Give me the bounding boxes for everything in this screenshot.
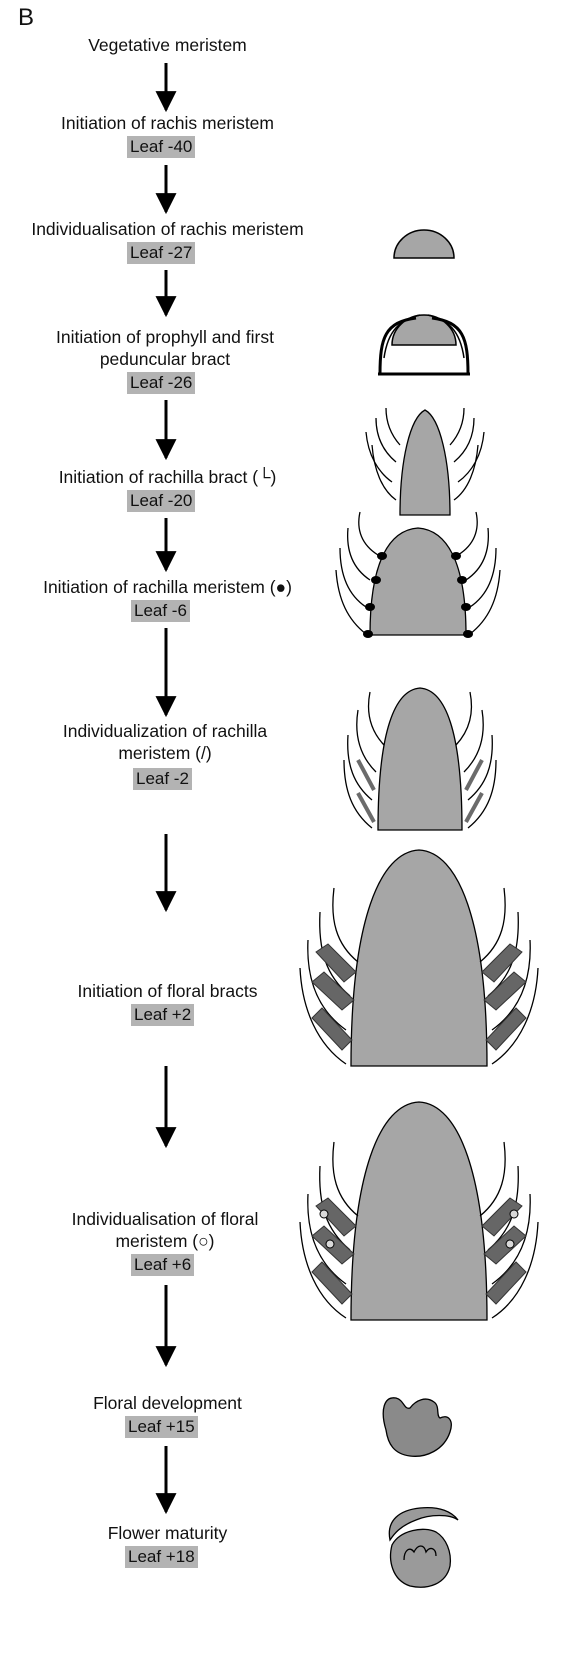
- floral-bracts-drawing: [300, 850, 538, 1066]
- rachilla-bract-drawing: [366, 408, 484, 515]
- rachilla-individualization-drawing: [344, 688, 496, 830]
- floral-development-shape: [383, 1398, 451, 1456]
- prophyll-drawing: [378, 315, 470, 374]
- floral-meristem-drawing: [300, 1102, 538, 1320]
- rachilla-meristem-drawing: [336, 512, 500, 638]
- rachis-meristem-dome: [394, 230, 454, 258]
- flower-maturity-shape: [389, 1508, 458, 1588]
